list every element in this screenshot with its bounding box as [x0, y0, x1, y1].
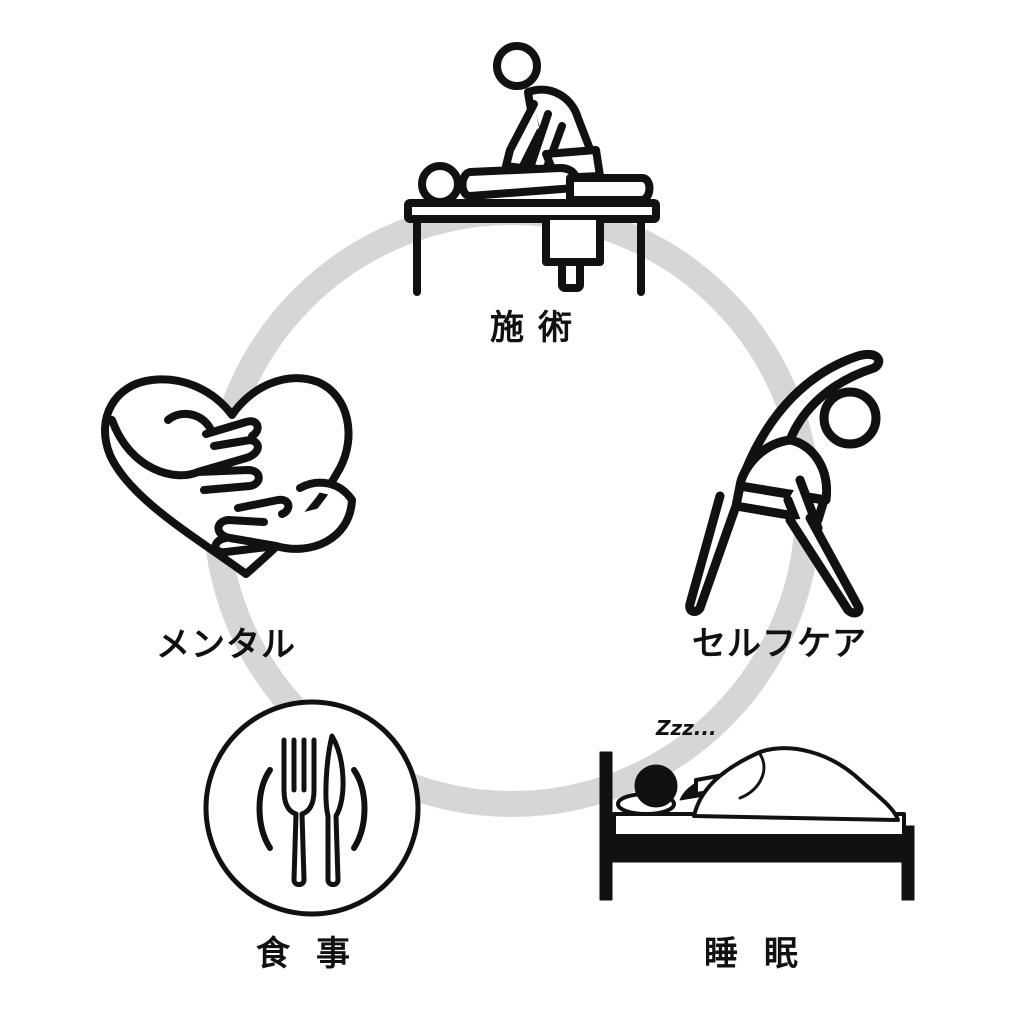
- sleep-label: 睡眠: [704, 934, 824, 974]
- plate-cutlery-icon: [203, 699, 421, 917]
- heart-hands-icon: [101, 374, 356, 578]
- meal-label: 食事: [256, 934, 376, 974]
- zzz-text: Zzz...: [656, 716, 717, 740]
- massage-icon: [404, 42, 660, 296]
- self-care-label: セルフケア: [692, 624, 867, 664]
- mental-label: メンタル: [156, 625, 296, 665]
- stretch-icon: [685, 350, 884, 618]
- treatment-label: 施術: [490, 308, 586, 348]
- sleep-bed-icon: [599, 746, 915, 901]
